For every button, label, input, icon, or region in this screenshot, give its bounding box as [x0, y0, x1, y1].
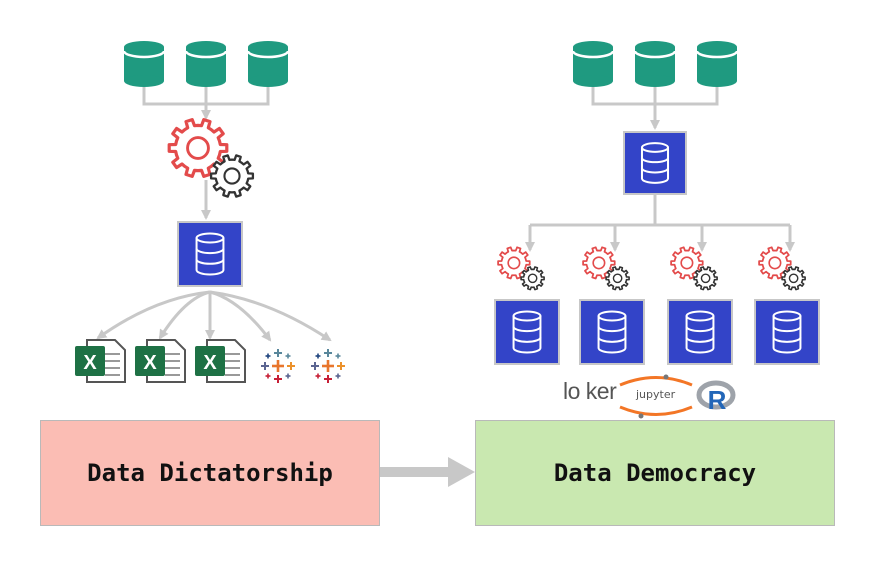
- database-icon: [754, 299, 820, 365]
- svg-text:X: X: [83, 352, 97, 374]
- tableau-icon: [261, 349, 295, 383]
- jupyter-logo: jupyter: [636, 388, 676, 401]
- database-cylinder-icon: [246, 41, 290, 87]
- jupyter-orbit-icon: [619, 374, 693, 419]
- tableau-icon: [311, 349, 345, 383]
- database-cylinder-icon: [695, 41, 739, 87]
- gears-icon: [497, 246, 545, 291]
- database-icon: [623, 131, 687, 195]
- looker-logo: lo ker: [563, 378, 617, 404]
- database-icon: [667, 299, 733, 365]
- database-cylinder-icon: [571, 41, 615, 87]
- database-cylinder-icon: [633, 41, 677, 87]
- gears-icon: [670, 246, 718, 291]
- database-icon: [579, 299, 645, 365]
- data-dictatorship-label: Data Dictatorship: [87, 459, 333, 487]
- svg-text:X: X: [143, 352, 157, 374]
- data-democracy-box: Data Democracy: [475, 420, 835, 526]
- connector-lines: [96, 87, 795, 440]
- excel-file-icon: X: [135, 339, 186, 383]
- excel-file-icon: X: [75, 339, 126, 383]
- database-cylinder-icon: [184, 41, 228, 87]
- r-logo: R: [696, 380, 736, 415]
- database-cylinder-icon: [122, 41, 166, 87]
- data-dictatorship-box: Data Dictatorship: [40, 420, 380, 526]
- transition-arrow: [380, 457, 475, 487]
- excel-file-icon: X: [195, 339, 246, 383]
- database-icon: [494, 299, 560, 365]
- data-democracy-label: Data Democracy: [553, 459, 757, 487]
- svg-text:X: X: [203, 352, 217, 374]
- database-icon: [177, 221, 243, 287]
- gears-icon: [758, 246, 806, 291]
- r-letter: R: [708, 385, 727, 415]
- gears-icon: [167, 118, 255, 198]
- gears-icon: [582, 246, 630, 291]
- icon-layer: X X X R: [75, 41, 820, 487]
